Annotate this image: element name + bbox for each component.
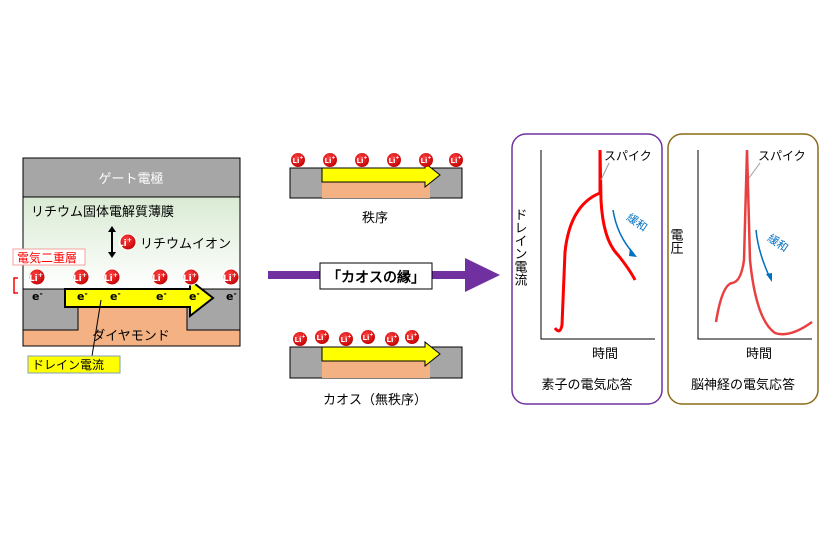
svg-text:Li+: Li+ <box>451 155 462 165</box>
edl-label-box <box>12 248 86 266</box>
edl-label: 電気二重層 <box>17 250 77 265</box>
li-ions-row: Li+ Li+ Li+ Li+ Li+ Li+ <box>28 268 240 286</box>
svg-text:e-: e- <box>77 289 88 303</box>
chaos-state: Li+ Li+ Li+ Li+ Li+ Li+ カオス（無秩序） <box>289 330 463 408</box>
svg-text:e-: e- <box>156 289 167 303</box>
device-response-panel: スパイク 緩和 ドレイン電流 時間 素子の電気応答 <box>511 133 663 405</box>
drain-current-arrow <box>64 277 215 319</box>
x-axis-label: 時間 <box>746 347 772 362</box>
svg-text:Li+: Li+ <box>293 155 304 165</box>
drain-current-label: ドレイン電流 <box>32 358 104 372</box>
svg-text:Li+: Li+ <box>363 332 374 342</box>
device-cross-section: ゲート電極 リチウム固体電解質薄膜 Li+ リチウムイオン ダイヤモンド 電気二… <box>12 157 241 374</box>
svg-text:e-: e- <box>226 289 237 303</box>
panel-caption: 脳神経の電気応答 <box>691 377 795 393</box>
gate-electrode <box>22 157 241 198</box>
svg-text:Li+: Li+ <box>317 332 328 342</box>
x-axis-label: 時間 <box>592 347 618 362</box>
gate-label: ゲート電極 <box>98 171 163 187</box>
y-axis-label: 電圧 <box>668 228 684 254</box>
svg-text:Li+: Li+ <box>295 334 306 344</box>
svg-text:Li+: Li+ <box>357 155 368 165</box>
svg-text:e-: e- <box>32 289 43 303</box>
relax-arrow-icon <box>766 273 772 282</box>
ordered-state: Li+ Li+ Li+ Li+ Li+ Li+ 秩序 <box>289 153 463 226</box>
neuron-response-panel: スパイク 緩和 電圧 時間 脳神経の電気応答 <box>667 133 819 405</box>
li-ion-icon <box>119 233 137 251</box>
panel-caption: 素子の電気応答 <box>541 377 632 393</box>
svg-text:e-: e- <box>189 289 200 303</box>
voltage-curve <box>714 149 813 336</box>
edl-bracket <box>13 277 18 294</box>
svg-text:Li+: Li+ <box>421 155 432 165</box>
ordered-label: 秩序 <box>362 211 388 226</box>
chaos-label: カオス（無秩序） <box>323 393 427 408</box>
y-axis-label: ドレイン電流 <box>512 208 528 286</box>
chaos-current-arrow <box>321 340 441 368</box>
electrolyte-label: リチウム固体電解質薄膜 <box>31 205 174 220</box>
li-ion-label: リチウムイオン <box>140 237 231 252</box>
svg-text:e-: e- <box>110 289 121 303</box>
ordered-current-arrow <box>321 161 441 189</box>
electrons-row: e- e- e- e- e- e- <box>32 289 237 303</box>
spike-label: スパイク <box>758 149 806 163</box>
svg-text:Li+: Li+ <box>341 334 352 344</box>
drain-current-curve <box>553 149 637 333</box>
drain-current-label-box <box>27 355 121 374</box>
leader-line <box>91 299 102 357</box>
svg-text:Li+: Li+ <box>389 155 400 165</box>
diamond-label: ダイヤモンド <box>92 329 170 344</box>
relax-arrow-icon <box>629 248 637 257</box>
edge-of-chaos-label: 「カオスの縁」 <box>327 269 425 286</box>
double-arrow-icon <box>108 226 116 258</box>
edge-of-chaos-arrow: 「カオスの縁」 <box>268 258 500 292</box>
spike-label: スパイク <box>604 149 652 163</box>
svg-text:Li+: Li+ <box>387 334 398 344</box>
svg-text:Li+: Li+ <box>407 332 418 342</box>
svg-text:Li+: Li+ <box>325 155 336 165</box>
